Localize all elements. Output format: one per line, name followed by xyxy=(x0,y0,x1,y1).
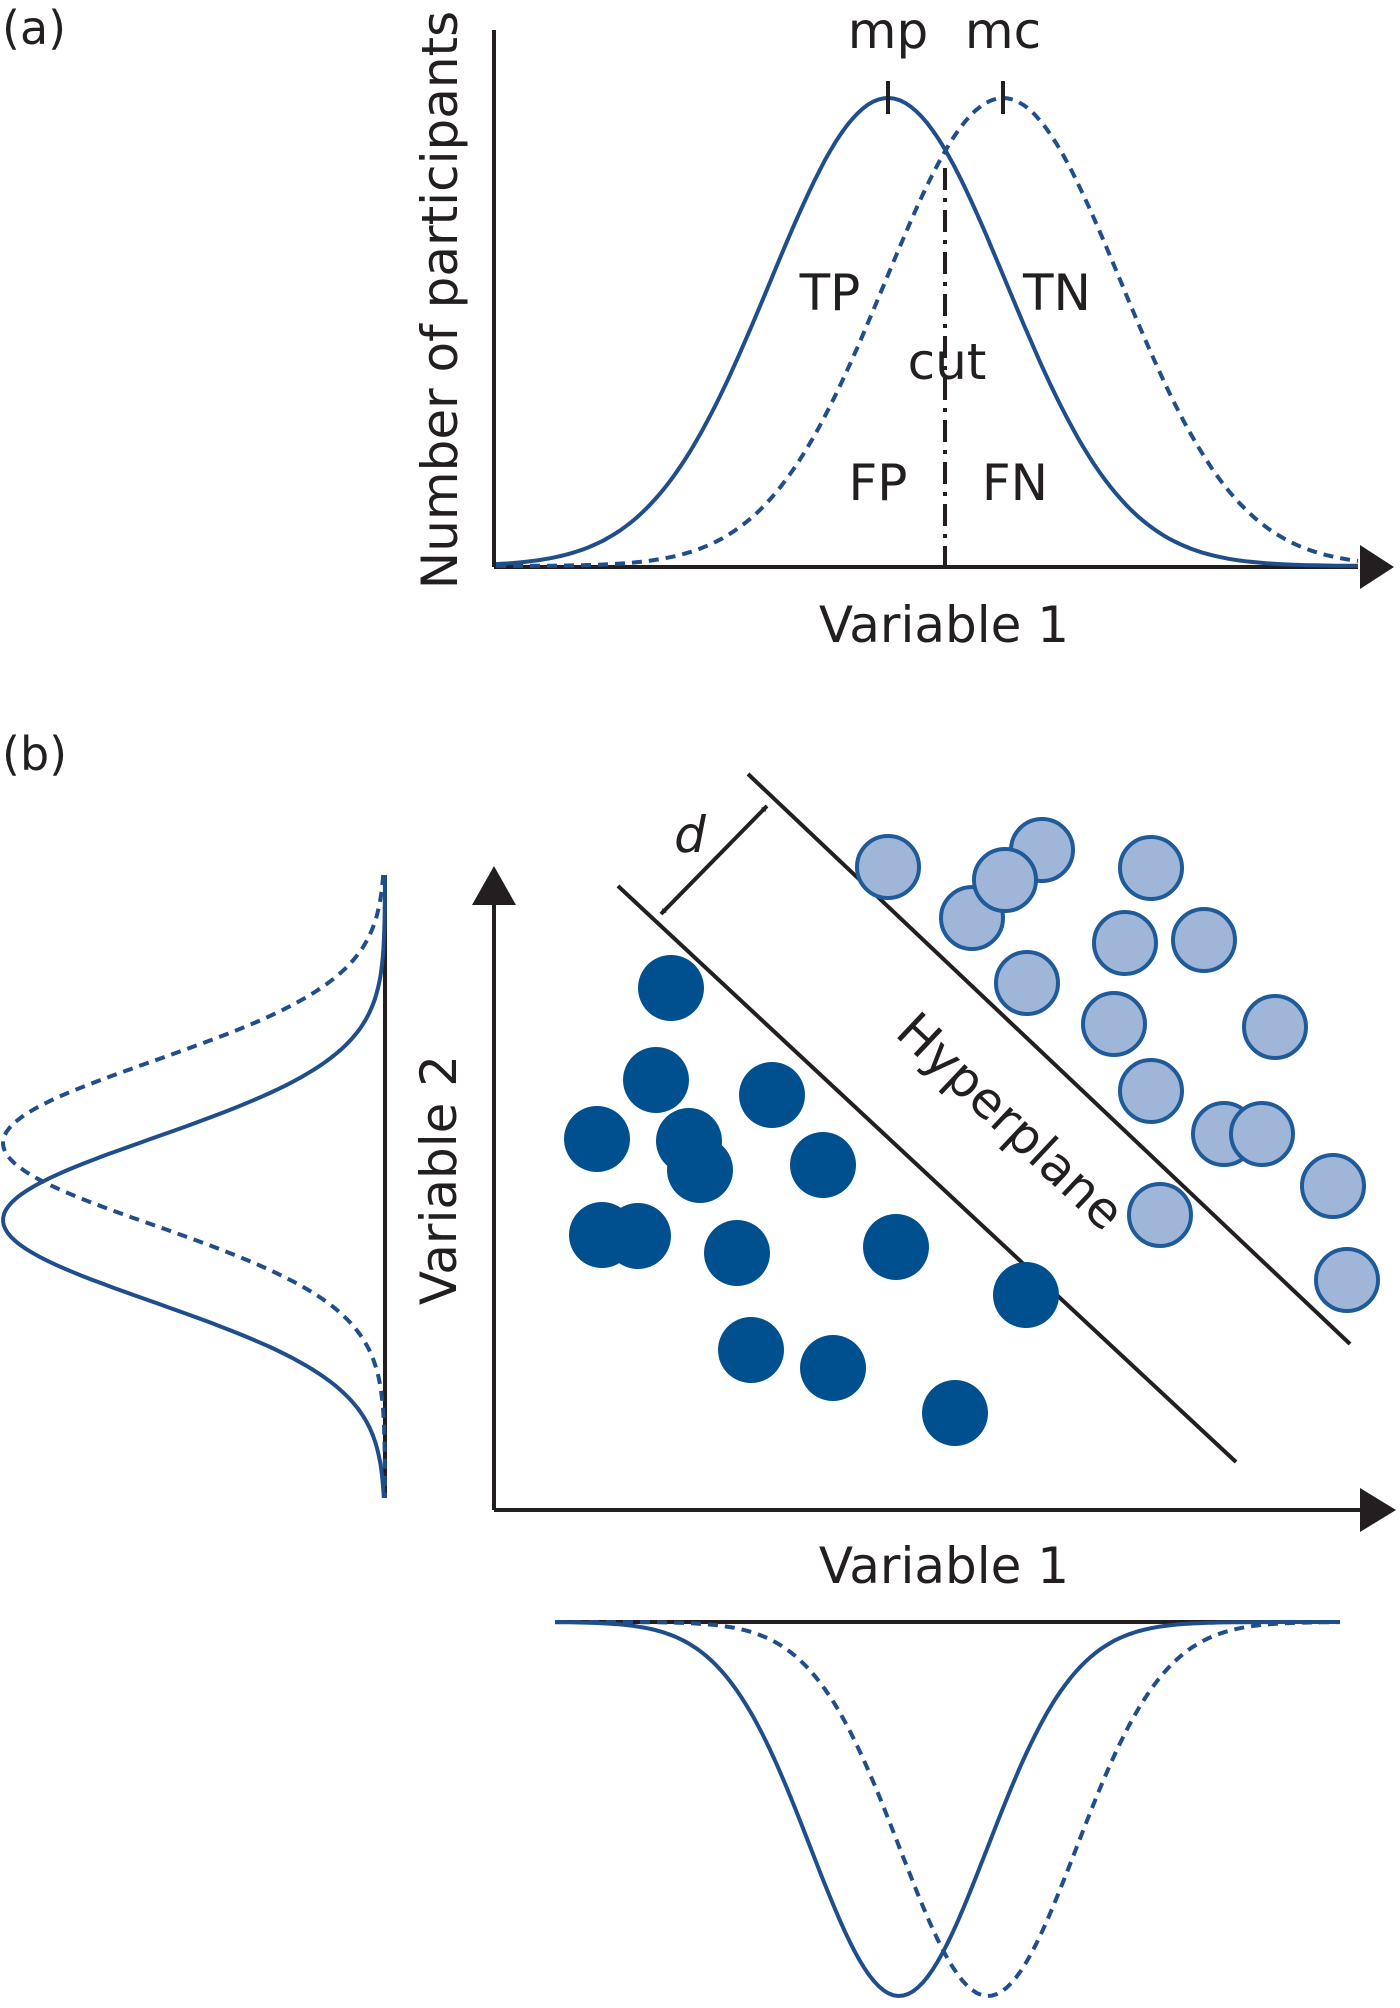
panel-a-patients-curve xyxy=(495,95,1358,568)
light-point xyxy=(1171,907,1237,973)
panel-a-tp-label: TP xyxy=(799,264,861,322)
panel-b-left-patients-curve xyxy=(1,875,387,1499)
panel-b-lower-margin-line xyxy=(616,884,1238,1464)
panel-b-margin-label: d xyxy=(674,806,706,864)
dark-point xyxy=(569,1202,635,1268)
panel-b-bottom-patients-curve xyxy=(555,1620,1340,1999)
panel-a-x-arrow xyxy=(1360,545,1394,589)
dark-point xyxy=(922,1380,988,1446)
panel-b-margin-arrow xyxy=(659,804,769,916)
light-point xyxy=(1242,994,1308,1060)
dark-point xyxy=(800,1335,866,1401)
light-point xyxy=(1092,910,1158,976)
panel-b-dark-points xyxy=(564,955,1059,1446)
dark-point xyxy=(718,1317,784,1383)
dark-point xyxy=(667,1137,733,1203)
panel-b-x-axis-label: Variable 1 xyxy=(819,1537,1069,1595)
panel-a-fp-label: FP xyxy=(849,454,908,512)
panel-a-fn-label: FN xyxy=(982,454,1048,512)
panel-b-light-points xyxy=(855,817,1380,1313)
dark-point xyxy=(863,1214,929,1280)
light-point xyxy=(1300,1153,1366,1219)
panel-a-mc-label: mc xyxy=(965,2,1041,60)
light-point xyxy=(855,834,921,900)
panel-a-y-axis-label: Number of participants xyxy=(411,11,469,589)
panel-b-y-axis-label: Variable 2 xyxy=(410,1055,468,1305)
light-point xyxy=(972,847,1038,913)
dark-point xyxy=(790,1132,856,1198)
panel-b-upper-margin-line xyxy=(746,772,1352,1346)
panel-a-tn-label: TN xyxy=(1022,264,1091,322)
panel-b-label: (b) xyxy=(2,727,67,781)
light-point xyxy=(1118,1058,1184,1124)
light-point xyxy=(1229,1101,1295,1167)
light-point xyxy=(1081,991,1147,1057)
panel-b: (b) Variable 2 Variable 1 d Hyperplane xyxy=(0,727,1396,1999)
panel-a-label: (a) xyxy=(2,1,66,55)
panel-b-bottom-controls-curve xyxy=(555,1620,1341,1999)
panel-a-mp-label: mp xyxy=(848,2,928,60)
panel-a-x-axis-label: Variable 1 xyxy=(819,596,1069,654)
panel-b-x-arrow xyxy=(1360,1488,1396,1532)
dark-point xyxy=(623,1047,689,1113)
light-point xyxy=(994,950,1060,1016)
panel-b-left-controls-curve xyxy=(0,874,387,1498)
light-point xyxy=(1314,1247,1380,1313)
dark-point xyxy=(564,1106,630,1172)
dark-point xyxy=(739,1062,805,1128)
dark-point xyxy=(993,1262,1059,1328)
light-point xyxy=(1118,835,1184,901)
panel-a: (a) Number of participants Variable 1 mp… xyxy=(2,1,1394,654)
dark-point xyxy=(704,1220,770,1286)
panel-b-y-arrow xyxy=(472,866,516,905)
dark-point xyxy=(638,955,704,1021)
panel-a-controls-curve xyxy=(495,95,1359,568)
light-point xyxy=(1127,1182,1193,1248)
panel-a-cut-label: cut xyxy=(908,333,987,391)
